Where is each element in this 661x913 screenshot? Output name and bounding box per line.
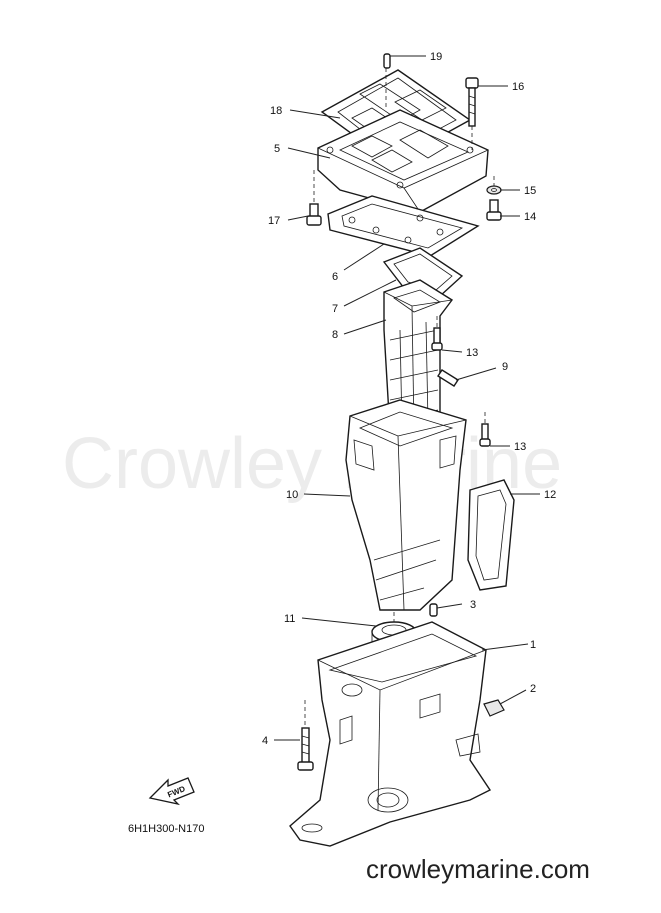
part-13b-bolt bbox=[479, 423, 491, 447]
part-13a-bolt bbox=[431, 327, 443, 351]
callout-13a: 13 bbox=[466, 347, 478, 359]
callout-15: 15 bbox=[524, 185, 536, 197]
fwd-arrow-icon: FWD bbox=[148, 777, 195, 806]
site-url: crowleymarine.com bbox=[366, 854, 590, 884]
part-5-upper-mount bbox=[317, 109, 489, 213]
callout-2: 2 bbox=[530, 683, 536, 695]
callout-4: 4 bbox=[262, 735, 268, 747]
callout-8: 8 bbox=[332, 329, 338, 341]
leader-lines bbox=[274, 55, 540, 741]
part-8-exhaust-guide bbox=[383, 279, 454, 433]
part-17-bolt bbox=[306, 203, 322, 226]
part-9-clip bbox=[437, 369, 459, 387]
callout-17: 17 bbox=[268, 215, 280, 227]
callout-16: 16 bbox=[512, 81, 524, 93]
callout-12: 12 bbox=[544, 489, 556, 501]
part-14-bolt bbox=[486, 199, 502, 221]
part-7-gasket bbox=[382, 247, 464, 297]
part-10-upper-casing bbox=[345, 399, 467, 611]
callout-18: 18 bbox=[270, 105, 282, 117]
part-19-dowel-pin bbox=[383, 53, 391, 69]
part-15-washer bbox=[486, 185, 502, 195]
drawing-code: 6H1H300-N170 bbox=[128, 823, 204, 835]
callout-10: 10 bbox=[286, 489, 298, 501]
part-4-bolt bbox=[297, 727, 314, 771]
callout-5: 5 bbox=[274, 143, 280, 155]
part-12-seal bbox=[467, 479, 515, 591]
callout-7: 7 bbox=[332, 303, 338, 315]
callout-11: 11 bbox=[284, 613, 295, 625]
callout-3: 3 bbox=[470, 599, 476, 611]
callout-19: 19 bbox=[430, 51, 442, 63]
part-3-dowel bbox=[429, 603, 438, 617]
callout-14: 14 bbox=[524, 211, 536, 223]
callout-6: 6 bbox=[332, 271, 338, 283]
part-6-gasket bbox=[327, 195, 480, 257]
part-2-plug bbox=[483, 699, 505, 717]
part-1-lower-casing bbox=[289, 621, 492, 847]
callout-13b: 13 bbox=[514, 441, 526, 453]
callout-1: 1 bbox=[530, 639, 536, 651]
callout-9: 9 bbox=[502, 361, 508, 373]
